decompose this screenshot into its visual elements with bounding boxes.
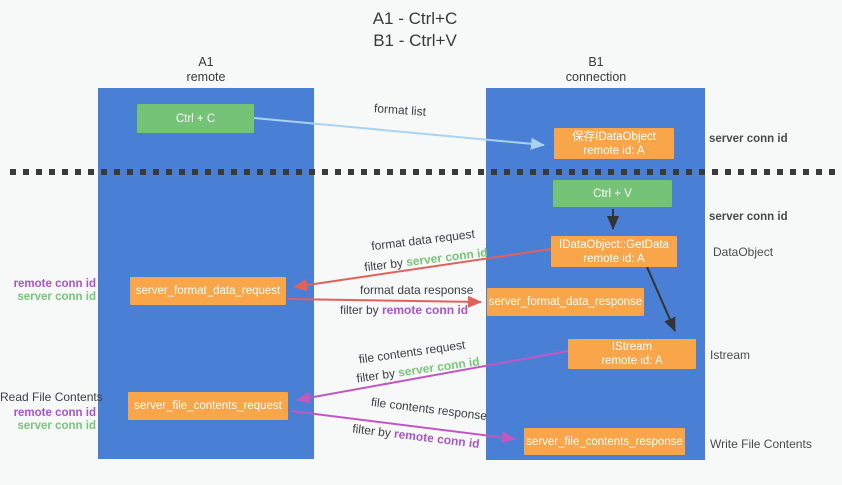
annotation-server-conn-id-mid: server conn id bbox=[709, 211, 788, 223]
annotation-remote-conn-id-1: remote conn id bbox=[13, 278, 96, 290]
lane-b-role: connection bbox=[565, 70, 627, 84]
node-save-idataobject-line2: remote id: A bbox=[583, 144, 645, 157]
annotation-remote-conn-id-2: remote conn id bbox=[13, 407, 96, 419]
diagram-title: A1 - Ctrl+C B1 - Ctrl+V bbox=[320, 8, 510, 52]
arrow-getdata-to-istream bbox=[646, 266, 676, 332]
node-server-format-data-request: server_format_data_request bbox=[130, 277, 286, 305]
node-istream-line2: remote id: A bbox=[601, 355, 663, 367]
annotation-server-conn-id-2: server conn id bbox=[17, 420, 96, 432]
node-ctrl-c: Ctrl + C bbox=[137, 104, 254, 133]
annotation-server-conn-id-top: server conn id bbox=[709, 133, 788, 145]
node-server-format-data-request-label: server_format_data_request bbox=[135, 285, 281, 297]
label-filter-by-remote-conn-id-1: filter by remote conn id bbox=[340, 303, 468, 317]
node-ctrl-v-label: Ctrl + V bbox=[593, 187, 632, 200]
lane-b-name: B1 bbox=[588, 55, 604, 69]
node-server-file-contents-response: server_file_contents_response bbox=[524, 428, 685, 455]
remote-conn-id-text: remote conn id bbox=[382, 303, 469, 317]
arrow-file-contents-response bbox=[290, 410, 516, 444]
annotation-conn-ids-upper: remote conn id server conn id bbox=[8, 278, 96, 304]
lane-b-header: B1 connection bbox=[536, 55, 656, 85]
node-getdata-line2: remote id: A bbox=[583, 252, 645, 265]
arrow-file-contents-request bbox=[296, 350, 569, 404]
node-getdata-line1: IDataObject::GetData bbox=[559, 238, 669, 251]
label-format-data-response: format data response bbox=[360, 283, 474, 297]
title-line-1: A1 - Ctrl+C bbox=[372, 9, 458, 28]
node-server-format-data-response: server_format_data_response bbox=[487, 288, 644, 316]
node-istream: IStream remote id: A bbox=[568, 339, 696, 369]
lane-a-header: A1 remote bbox=[146, 55, 266, 85]
annotation-read-block: Read File Contents remote conn id server… bbox=[0, 390, 103, 433]
node-ctrl-v: Ctrl + V bbox=[553, 180, 672, 207]
node-server-file-contents-response-label: server_file_contents_response bbox=[526, 435, 683, 448]
node-server-format-data-response-label: server_format_data_response bbox=[488, 296, 643, 308]
node-istream-line1: IStream bbox=[611, 341, 653, 353]
annotation-write-file-contents: Write File Contents bbox=[710, 437, 812, 451]
dotted-divider-line bbox=[10, 169, 842, 175]
annotation-server-conn-id-1: server conn id bbox=[17, 291, 96, 303]
arrow-format-list bbox=[253, 117, 545, 150]
lane-a-name: A1 bbox=[198, 55, 214, 69]
node-idataobject-getdata: IDataObject::GetData remote id: A bbox=[551, 236, 677, 267]
lane-a-role: remote bbox=[186, 70, 226, 84]
arrow-format-data-response bbox=[287, 295, 482, 308]
title-line-2: B1 - Ctrl+V bbox=[373, 31, 457, 50]
node-save-idataobject: 保存IDataObject remote id: A bbox=[554, 128, 674, 159]
node-ctrl-c-label: Ctrl + C bbox=[175, 112, 216, 125]
filter-by-text: filter by bbox=[340, 303, 383, 317]
node-server-file-contents-request: server_file_contents_request bbox=[128, 392, 288, 420]
annotation-read-file-contents: Read File Contents bbox=[0, 390, 103, 404]
annotation-dataobject: DataObject bbox=[713, 245, 774, 259]
node-save-idataobject-line1: 保存IDataObject bbox=[572, 130, 656, 143]
arrow-format-data-request bbox=[293, 248, 552, 292]
node-server-file-contents-request-label: server_file_contents_request bbox=[134, 400, 282, 412]
annotation-istream: Istream bbox=[710, 348, 751, 362]
